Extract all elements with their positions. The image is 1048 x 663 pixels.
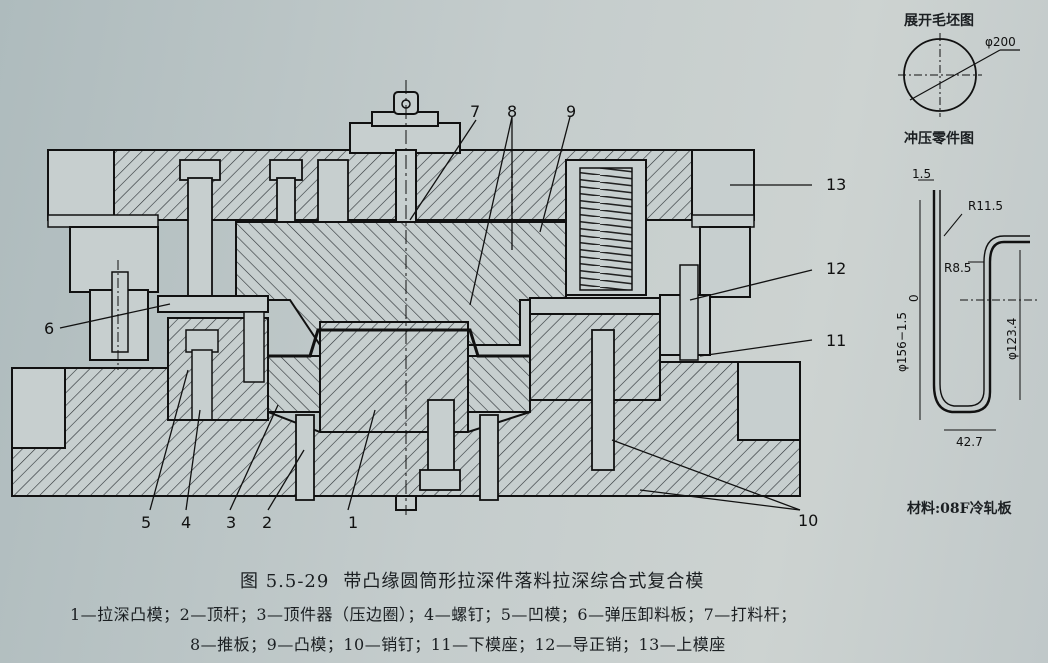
callout-2: 2 — [262, 513, 272, 532]
callout-1: 1 — [348, 513, 358, 532]
diameter-tol-label: 0 — [907, 294, 921, 302]
ejector-pin-right — [479, 414, 499, 501]
part-drawing: 1.5 R11.5 R8.5 0 φ156−1.5 φ123.4 42.7 — [895, 167, 1040, 449]
figure-title: 带凸缘圆筒形拉深件落料拉深综合式复合模 — [343, 571, 705, 592]
flange-thickness-label: 1.5 — [912, 167, 931, 181]
figure-caption: 图 5.5-29 带凸缘圆筒形拉深件落料拉深综合式复合模 — [240, 567, 880, 593]
figure-number: 图 5.5-29 — [240, 571, 330, 592]
height-label: 42.7 — [956, 435, 983, 449]
legend-line-1: 1—拉深凸模；2—顶杆；3—顶件器（压边圈）；4—螺钉；5—凹模；6—弹压卸料板… — [70, 605, 797, 624]
knockout-head — [349, 91, 461, 154]
callout-11: 11 — [826, 331, 846, 350]
inner-radius-label: R8.5 — [944, 261, 971, 275]
spring — [579, 167, 633, 291]
blank-drawing: φ200 — [898, 33, 1020, 117]
callout-8: 8 — [507, 102, 517, 121]
blank-holder-right — [467, 355, 531, 413]
ejector-pin — [295, 414, 315, 501]
blank-holder — [267, 355, 321, 413]
callout-3: 3 — [226, 513, 236, 532]
callout-4: 4 — [181, 513, 191, 532]
callout-7: 7 — [470, 102, 480, 121]
support-blocks — [69, 226, 751, 361]
callout-9: 9 — [566, 102, 576, 121]
callout-numbers: 1 2 3 4 5 6 7 8 9 10 11 12 13 — [44, 102, 846, 532]
leader-lines — [59, 116, 813, 511]
stripper-plate — [157, 295, 269, 313]
dowel-pin — [591, 329, 615, 471]
outer-diameter-label: φ156−1.5 — [895, 312, 909, 372]
callout-12: 12 — [826, 259, 846, 278]
part-title: 冲压零件图 — [904, 131, 974, 147]
legend-line-2: 8—推板；9—凸模；10—销钉；11—下模座；12—导正销；13—上模座 — [190, 635, 726, 654]
callout-5: 5 — [141, 513, 151, 532]
inner-diameter-label: φ123.4 — [1005, 318, 1019, 360]
outer-radius-label: R11.5 — [968, 199, 1003, 213]
callout-6: 6 — [44, 319, 54, 338]
blank-title: 展开毛坯图 — [904, 13, 974, 29]
material-note: 材料:08F冷轧板 — [907, 501, 1012, 517]
push-plate — [529, 297, 661, 315]
blank-diameter-label: φ200 — [985, 35, 1016, 49]
workpiece-profile — [268, 328, 530, 358]
callout-10: 10 — [798, 511, 818, 530]
callout-13: 13 — [826, 175, 846, 194]
